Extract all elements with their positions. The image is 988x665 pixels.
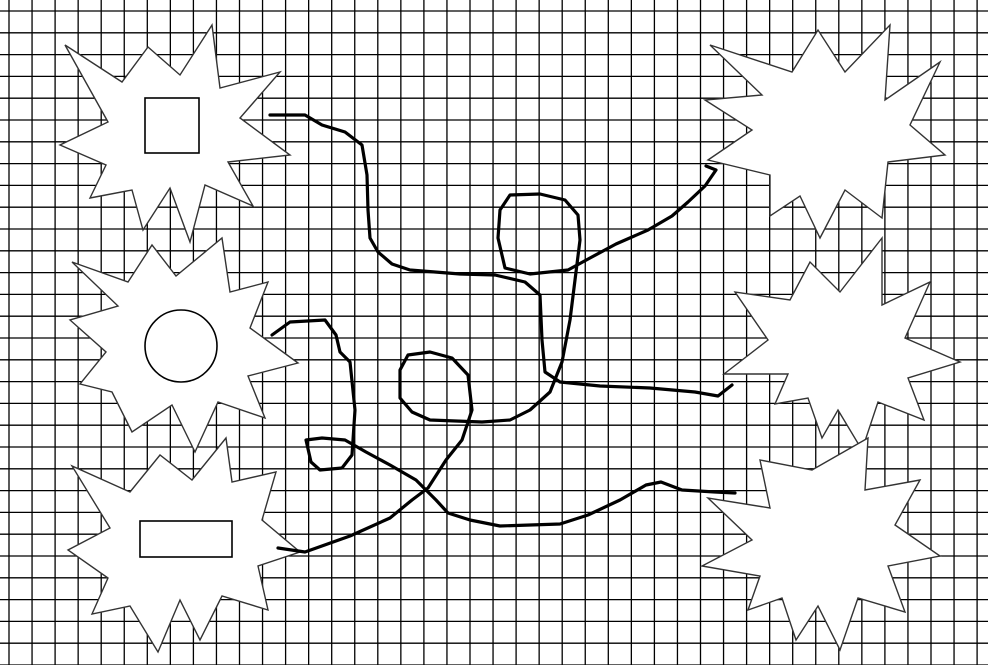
circle-symbol: [145, 310, 217, 382]
rectangle-symbol: [140, 521, 232, 557]
square-symbol: [145, 98, 199, 153]
